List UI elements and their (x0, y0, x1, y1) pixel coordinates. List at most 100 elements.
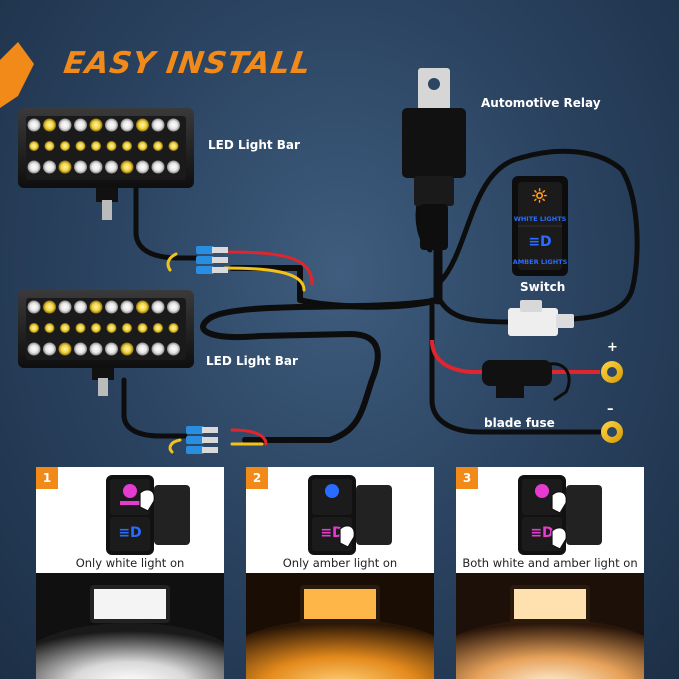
led-emitter (89, 118, 103, 132)
led-emitter (74, 118, 87, 132)
label-switch: Switch (520, 280, 566, 294)
led-emitter (106, 323, 117, 333)
photo-white-light (36, 573, 224, 679)
switch-plug (508, 300, 574, 336)
wire-harness (121, 148, 640, 443)
led-emitter (151, 118, 165, 132)
mode-panel-white: ≡D 1 Only white light on (36, 467, 224, 679)
led-emitter (60, 141, 70, 151)
led-emitter (167, 160, 180, 174)
negative-ring-terminal (601, 421, 623, 443)
led-emitter (43, 118, 56, 132)
panel-caption-1: Only white light on (75, 556, 185, 570)
label-automotive-relay: Automotive Relay (481, 96, 601, 110)
label-led-light-bar-top: LED Light Bar (208, 138, 300, 152)
panel-caption-2: Only amber light on (282, 556, 398, 570)
switch-illustration-both: ≡D (518, 475, 602, 555)
led-emitter (105, 300, 118, 314)
led-emitter (27, 160, 41, 174)
led-emitter (167, 118, 180, 132)
led-emitter (120, 160, 134, 174)
switch-illustration-white: ≡D (106, 475, 190, 555)
led-emitter (122, 323, 132, 333)
led-emitter (43, 300, 56, 314)
label-blade-fuse: blade fuse (484, 416, 555, 430)
panel-caption-3: Both white and amber light on (462, 556, 638, 570)
svg-text:≡D: ≡D (118, 525, 141, 541)
led-emitter (136, 160, 149, 174)
switch-illustration-amber: ≡D (308, 475, 392, 555)
bottom-spade-connectors (186, 426, 218, 454)
positive-ring-terminal (601, 361, 623, 383)
led-emitter (122, 141, 132, 151)
led-emitter (167, 342, 180, 356)
photo-amber-light (246, 573, 434, 679)
led-emitter (120, 300, 134, 314)
automotive-relay (402, 68, 466, 250)
label-positive: + (607, 340, 618, 355)
led-light-bar-bottom (18, 290, 194, 396)
top-spade-connectors (196, 246, 228, 274)
mode-panel-amber: ≡D 2 Only amber light on (246, 467, 434, 679)
led-emitter (43, 160, 56, 174)
led-emitter (153, 323, 163, 333)
led-emitter (151, 342, 165, 356)
led-emitter (58, 118, 72, 132)
photo-both-lights (456, 573, 644, 679)
bottom-connector-wires (166, 252, 268, 454)
svg-text:≡D: ≡D (530, 525, 553, 541)
panel-number-3: 3 (456, 467, 478, 489)
led-emitter (136, 342, 149, 356)
page-title: EASY INSTALL (61, 46, 314, 81)
led-emitter (58, 160, 72, 174)
switch-amber-text: AMBER LIGHTS (513, 258, 568, 266)
led-emitter (29, 323, 39, 333)
led-emitter (89, 342, 103, 356)
led-emitter (27, 342, 41, 356)
led-emitter (153, 141, 163, 151)
led-emitter (75, 323, 86, 333)
led-emitter (58, 300, 72, 314)
led-emitter (136, 300, 149, 314)
led-emitter (137, 323, 148, 333)
panel-number-2: 2 (246, 467, 268, 489)
led-emitter (74, 160, 87, 174)
led-emitter (60, 323, 70, 333)
led-emitter (58, 342, 72, 356)
led-emitter (89, 300, 103, 314)
led-emitter (105, 160, 118, 174)
label-negative: – (607, 402, 614, 417)
led-emitter (43, 342, 56, 356)
led-light-bar-top (18, 108, 194, 220)
switch-white-text: WHITE LIGHTS (514, 215, 567, 223)
led-emitter (91, 141, 101, 151)
led-emitter (168, 323, 179, 333)
led-emitter (137, 141, 148, 151)
led-emitter (167, 300, 180, 314)
led-emitter (44, 323, 55, 333)
mode-panel-both: ≡D 3 Both white and amber light on (456, 467, 644, 679)
panel-number-1: 1 (36, 467, 58, 489)
led-emitter (168, 141, 179, 151)
label-led-light-bar-bottom: LED Light Bar (206, 354, 298, 368)
led-emitter (27, 300, 41, 314)
led-emitter (75, 141, 86, 151)
led-emitter (120, 342, 134, 356)
led-emitter (27, 118, 41, 132)
led-emitter (151, 160, 165, 174)
svg-text:≡D: ≡D (528, 234, 551, 250)
led-emitter (105, 118, 118, 132)
led-emitter (89, 160, 103, 174)
led-emitter (151, 300, 165, 314)
led-emitter (106, 141, 117, 151)
corner-accent (0, 42, 34, 108)
rocker-switch: 🔆 WHITE LIGHTS ≡D AMBER LIGHTS (512, 176, 568, 276)
blade-fuse (482, 360, 571, 402)
led-emitter (91, 323, 101, 333)
svg-text:≡D: ≡D (320, 525, 343, 541)
led-emitter (105, 342, 118, 356)
led-emitter (74, 342, 87, 356)
led-emitter (74, 300, 87, 314)
